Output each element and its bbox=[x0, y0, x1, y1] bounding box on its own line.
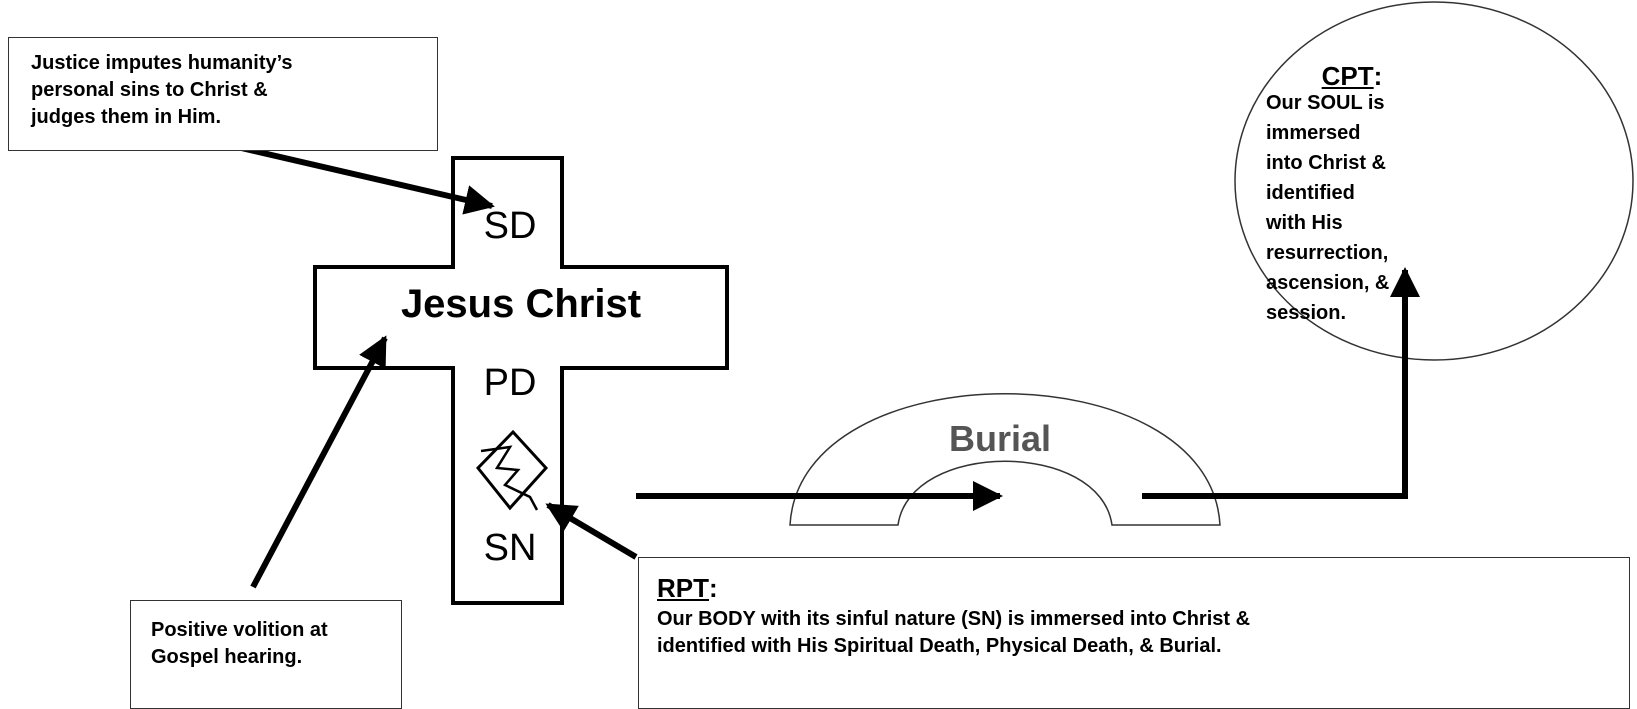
resurrection-path bbox=[1142, 267, 1420, 499]
cpt-heading-text: CPT bbox=[1321, 61, 1374, 91]
justice-box: Justice imputes humanity’s personal sins… bbox=[8, 37, 438, 151]
cross-pd-label: PD bbox=[483, 362, 537, 404]
justice-line: personal sins to Christ & bbox=[31, 79, 268, 101]
cpt-line: with His resurrection, bbox=[1266, 212, 1389, 264]
cpt-text: CPT: Our SOUL is immersed into Christ & … bbox=[1266, 60, 1450, 328]
rpt-heading: RPT: bbox=[657, 572, 1629, 604]
cross-sd-label: SD bbox=[483, 205, 537, 247]
volition-line: Gospel hearing. bbox=[151, 646, 303, 668]
burial-label: Burial bbox=[948, 418, 1052, 459]
justice-line: judges them in Him. bbox=[31, 106, 222, 128]
rpt-arrow bbox=[545, 502, 638, 560]
rpt-colon: : bbox=[709, 573, 718, 603]
cpt-colon: : bbox=[1373, 61, 1383, 91]
rpt-line: identified with His Spiritual Death, Phy… bbox=[657, 635, 1222, 657]
rpt-heading-text: RPT bbox=[657, 573, 709, 603]
rpt-line: Our BODY with its sinful nature (SN) is … bbox=[657, 608, 1251, 630]
volition-box: Positive volition at Gospel hearing. bbox=[130, 600, 402, 709]
burial-arch bbox=[789, 393, 1221, 526]
cpt-heading: CPT: bbox=[1254, 60, 1450, 92]
cpt-line: ascension, & session. bbox=[1266, 272, 1390, 324]
cpt-line: Our SOUL is immersed bbox=[1266, 92, 1385, 144]
volition-line: Positive volition at bbox=[151, 619, 328, 641]
justice-line: Justice imputes humanity’s bbox=[31, 52, 293, 74]
cpt-circle bbox=[1234, 1, 1634, 361]
cross-shape bbox=[313, 156, 729, 605]
sinful-nature-icon bbox=[476, 429, 549, 511]
justice-arrow bbox=[236, 144, 495, 215]
cross-title: Jesus Christ bbox=[400, 282, 642, 326]
cpt-line: into Christ & identified bbox=[1266, 152, 1386, 204]
rpt-box: RPT: Our BODY with its sinful nature (SN… bbox=[638, 557, 1630, 709]
volition-arrow bbox=[250, 335, 388, 589]
cross-sn-label: SN bbox=[483, 527, 537, 569]
